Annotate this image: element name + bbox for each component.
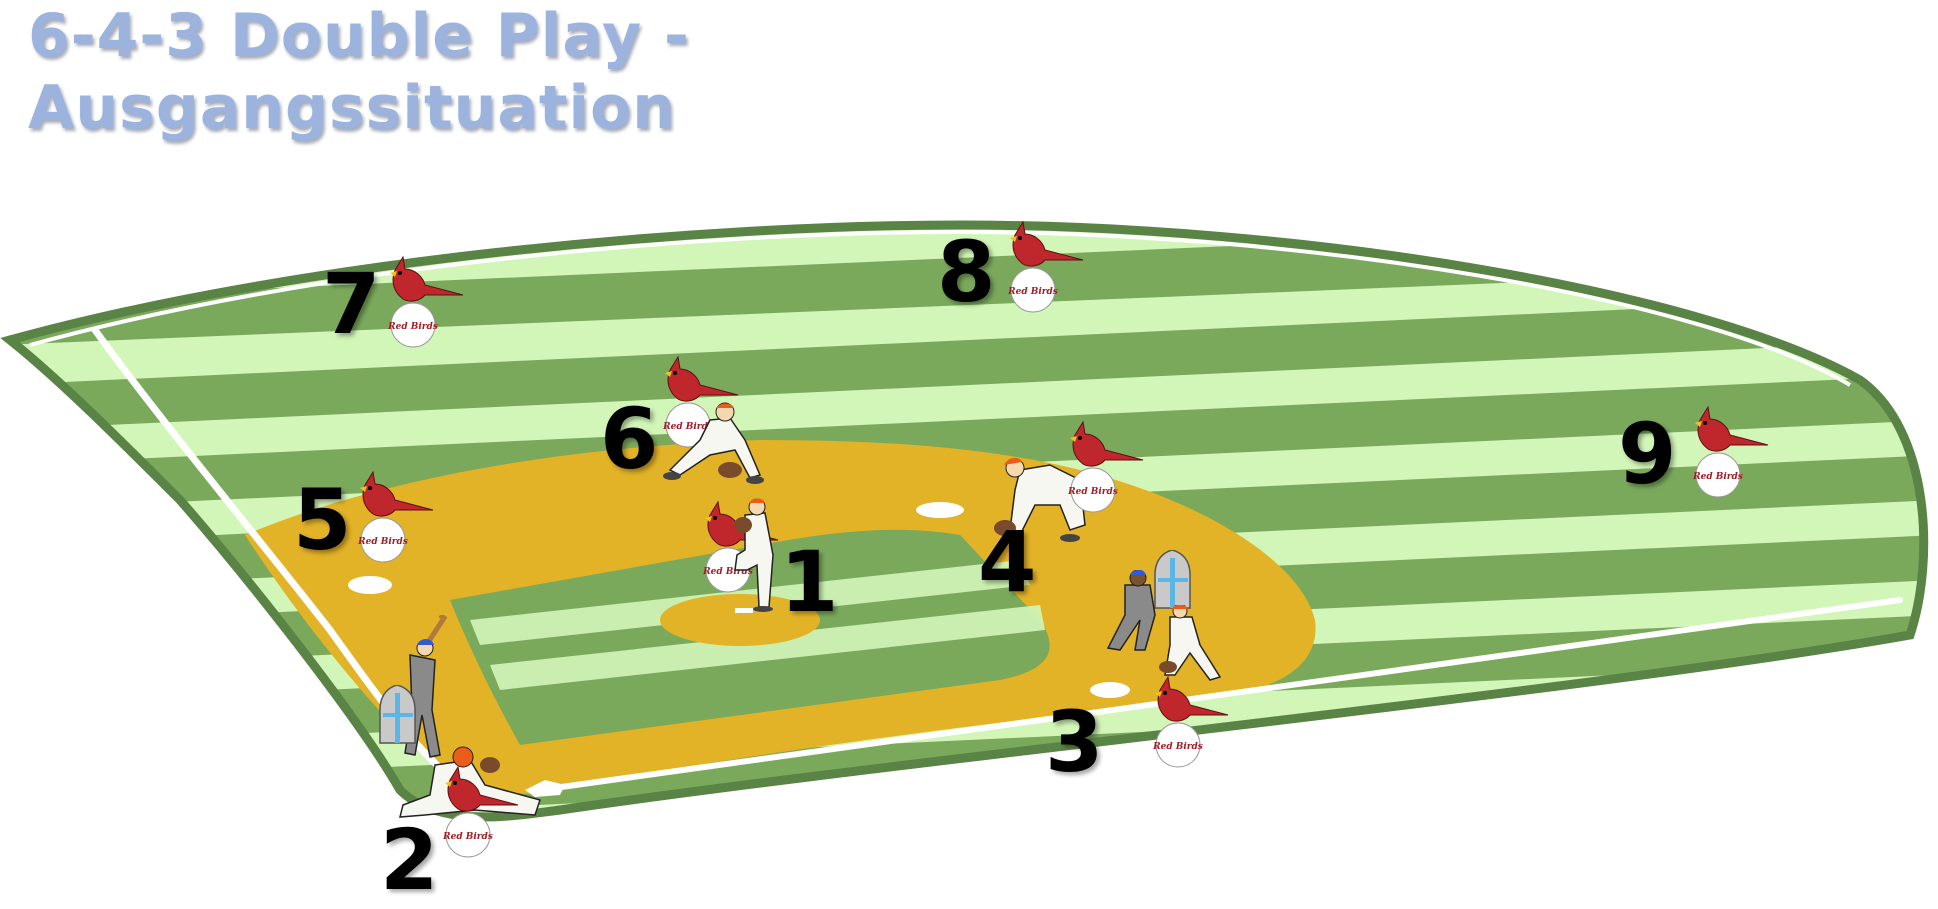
title-line-2: Ausgangssituation (28, 73, 677, 143)
field-border (0, 220, 1929, 822)
svg-text:Red Birds: Red Birds (1007, 287, 1058, 297)
title-line-1: 6-4-3 Double Play - (28, 1, 690, 71)
position-number-9: 9 (1618, 405, 1677, 503)
svg-text:Red Birds: Red Birds (357, 537, 408, 547)
svg-text:Red Birds: Red Birds (1152, 742, 1203, 752)
first-baseman-player-figure (1159, 605, 1222, 681)
runner-player-figure (1106, 570, 1156, 651)
knight-helmet-icon (379, 685, 416, 744)
position-number-2: 2 (380, 811, 439, 909)
cardinal-on-baseball-icon: Red Birds (1067, 420, 1144, 513)
third-base-line (91, 326, 474, 794)
cardinal-on-baseball-icon: Red Birds (442, 765, 519, 858)
svg-text:Red Birds: Red Birds (702, 567, 753, 577)
position-number-5: 5 (293, 471, 352, 569)
pitcher-player-figure (734, 498, 774, 612)
shortstop-player-figure (663, 402, 764, 484)
cardinal-on-baseball-icon: Red Birds (662, 355, 739, 448)
svg-text:Red Birds: Red Birds (1692, 472, 1743, 482)
cardinal-on-baseball-icon: Red Birds (387, 255, 464, 348)
knight-helmet-icon (1154, 550, 1191, 609)
position-number-1: 1 (780, 533, 839, 631)
second-baseman-player-figure (994, 457, 1086, 542)
second-base (916, 502, 964, 518)
cardinal-on-baseball-icon: Red Birds (1692, 405, 1769, 498)
cardinal-on-baseball-icon: Red Birds (357, 470, 434, 563)
svg-text:Red Birds: Red Birds (387, 322, 438, 332)
first-base-line (537, 597, 1903, 793)
third-base (348, 576, 392, 594)
position-number-8: 8 (937, 223, 996, 321)
cardinal-on-baseball-icon: Red Birds (1007, 220, 1084, 313)
svg-text:Red Birds: Red Birds (1067, 487, 1118, 497)
svg-text:Red Birds: Red Birds (442, 832, 493, 842)
position-number-6: 6 (600, 390, 659, 488)
pitchers-mound (660, 594, 820, 646)
slide-title: 6-4-3 Double Play - Ausgangssituation (28, 0, 690, 144)
position-number-3: 3 (1045, 693, 1104, 791)
svg-text:Red Birds: Red Birds (662, 422, 713, 432)
position-number-4: 4 (978, 513, 1037, 611)
first-base (1090, 682, 1130, 698)
cardinal-on-baseball-icon: Red Birds (1152, 675, 1229, 768)
position-number-7: 7 (322, 255, 381, 353)
